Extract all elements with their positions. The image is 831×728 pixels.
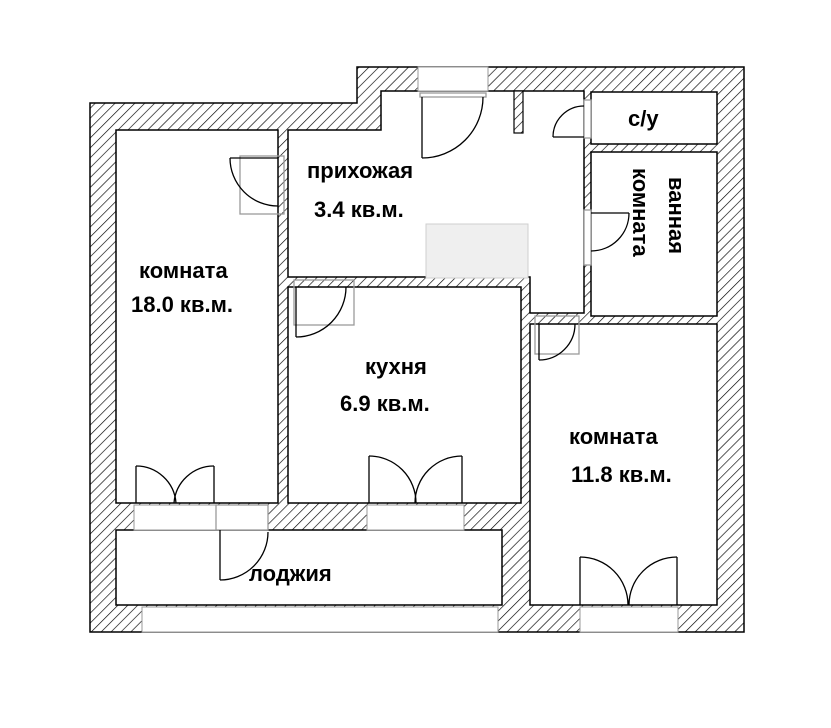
loggia-name: лоджия (249, 561, 332, 586)
room-small-floor (529, 323, 718, 606)
kitchen-area: 6.9 кв.м. (340, 391, 430, 416)
door-toilet (552, 99, 592, 139)
hallway-name: прихожая (307, 158, 413, 183)
door-kitchen-balcony (368, 455, 463, 504)
room-small-area: 11.8 кв.м. (571, 462, 672, 487)
wall-stub (513, 90, 524, 134)
bathroom-floor (590, 151, 718, 317)
bathroom-name-line2: комната (628, 168, 653, 257)
door-room-small-balcony (579, 556, 678, 606)
window-hallway (417, 66, 489, 92)
room-small-name: комната (569, 424, 658, 449)
window-loggia (141, 606, 499, 633)
door-room-small (534, 315, 580, 361)
door-loggia (215, 504, 269, 581)
window-kitchen (366, 504, 465, 531)
bathroom-name-line1: ванная (664, 177, 689, 254)
toilet-floor (590, 91, 718, 145)
door-bathroom (583, 209, 630, 266)
doors (135, 92, 678, 606)
walls (89, 66, 745, 633)
door-room-large (229, 155, 285, 215)
kitchen-name: кухня (365, 354, 427, 379)
room-labels: прихожая 3.4 кв.м. комната 18.0 кв.м. ку… (131, 106, 689, 586)
windows (133, 66, 679, 633)
door-kitchen (293, 279, 355, 338)
room-large-area: 18.0 кв.м. (131, 292, 233, 317)
toilet-name: с/у (628, 106, 659, 131)
kitchen-floor (287, 286, 522, 504)
room-large-name: комната (139, 258, 228, 283)
room-large-floor (115, 129, 279, 504)
door-room-large-balcony (135, 465, 215, 504)
hallway-niche (425, 223, 529, 279)
window-room-large (133, 504, 217, 531)
door-entrance (419, 92, 487, 159)
window-room-small (579, 606, 679, 633)
loggia-floor (115, 529, 503, 606)
hallway-area: 3.4 кв.м. (314, 197, 404, 222)
